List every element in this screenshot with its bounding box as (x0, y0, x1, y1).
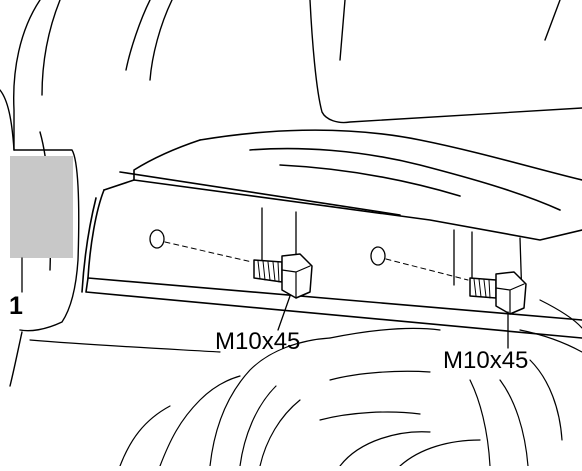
bolt-size-label-1: M10x45 (215, 328, 301, 355)
bracket-plates (261, 207, 523, 301)
mounting-hole-2 (370, 246, 386, 266)
lower-mechanism (29, 299, 582, 467)
callout-number-1: 1 (9, 292, 23, 320)
bolt-size-label-2: M10x45 (443, 347, 529, 374)
bolt-2 (469, 271, 527, 315)
bolt-1 (253, 253, 313, 299)
mounting-hole-1 (149, 229, 165, 249)
alignment-line-2 (385, 258, 469, 281)
frame-rail (81, 129, 582, 339)
alignment-line-1 (164, 241, 253, 263)
bolt-leader-1 (277, 295, 291, 331)
upper-body-panel (125, 0, 582, 124)
highlighted-part (10, 156, 73, 258)
